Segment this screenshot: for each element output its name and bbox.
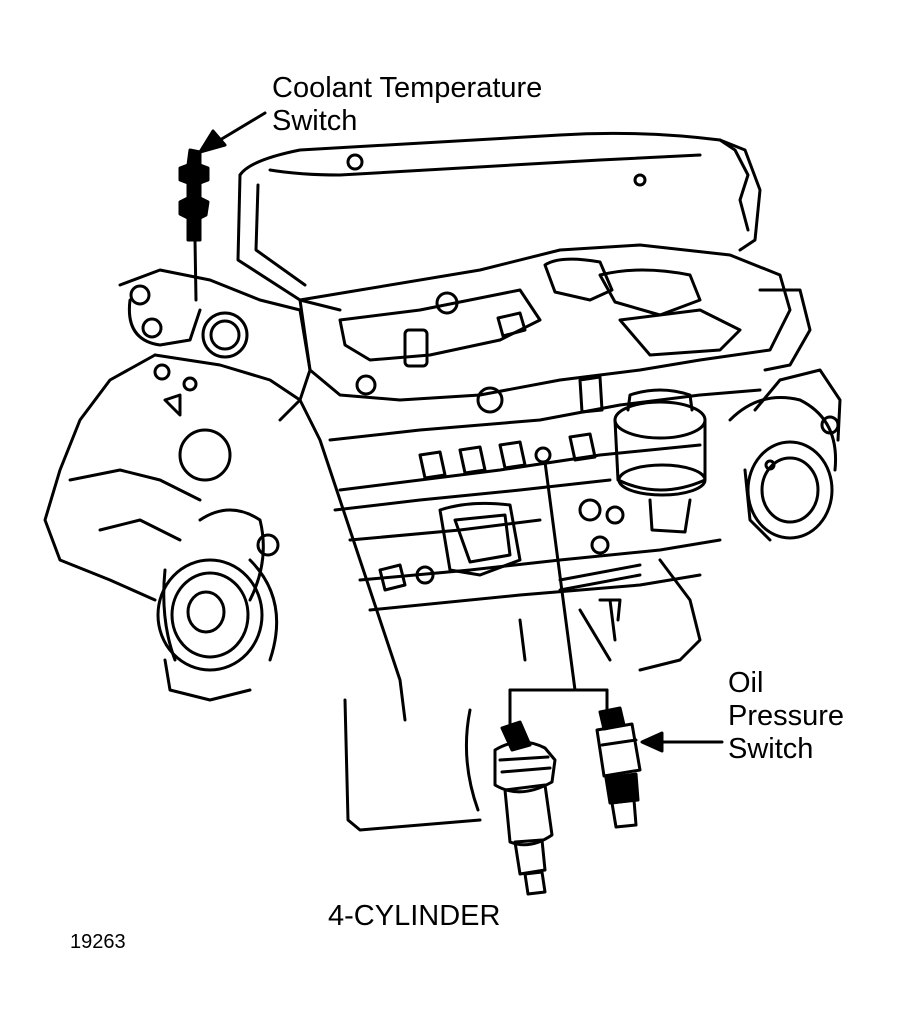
- oil-label-line-3: Switch: [728, 733, 814, 765]
- engine-block: [328, 388, 762, 622]
- oil-pressure-switch-small: [595, 706, 642, 829]
- timing-cover: [43, 268, 407, 722]
- coolant-temperature-switch: [178, 148, 210, 302]
- water-pump: [728, 368, 842, 542]
- figure-number: 19263: [70, 931, 126, 953]
- oil-label-line-1: Oil: [728, 667, 764, 699]
- oil-switch-leader: [508, 446, 609, 730]
- coolant-temperature-switch-label: Coolant Temperature Switch: [272, 72, 542, 138]
- oil-filter: [613, 388, 707, 534]
- oil-pressure-sender-large: [493, 720, 557, 896]
- coolant-label-line-2: Switch: [272, 105, 358, 137]
- valve-cover: [236, 131, 762, 312]
- coolant-arrow: [198, 111, 267, 154]
- oil-pressure-switch-label: Oil Pressure Switch: [728, 667, 844, 766]
- crank-pulley: [156, 558, 279, 702]
- engine-caption: 4-CYLINDER: [328, 900, 501, 932]
- oil-pan: [343, 558, 702, 832]
- oil-arrow: [640, 731, 724, 753]
- intake-manifold: [298, 243, 812, 414]
- oil-label-line-2: Pressure: [728, 700, 845, 732]
- coolant-label-line-1: Coolant Temperature: [272, 72, 543, 104]
